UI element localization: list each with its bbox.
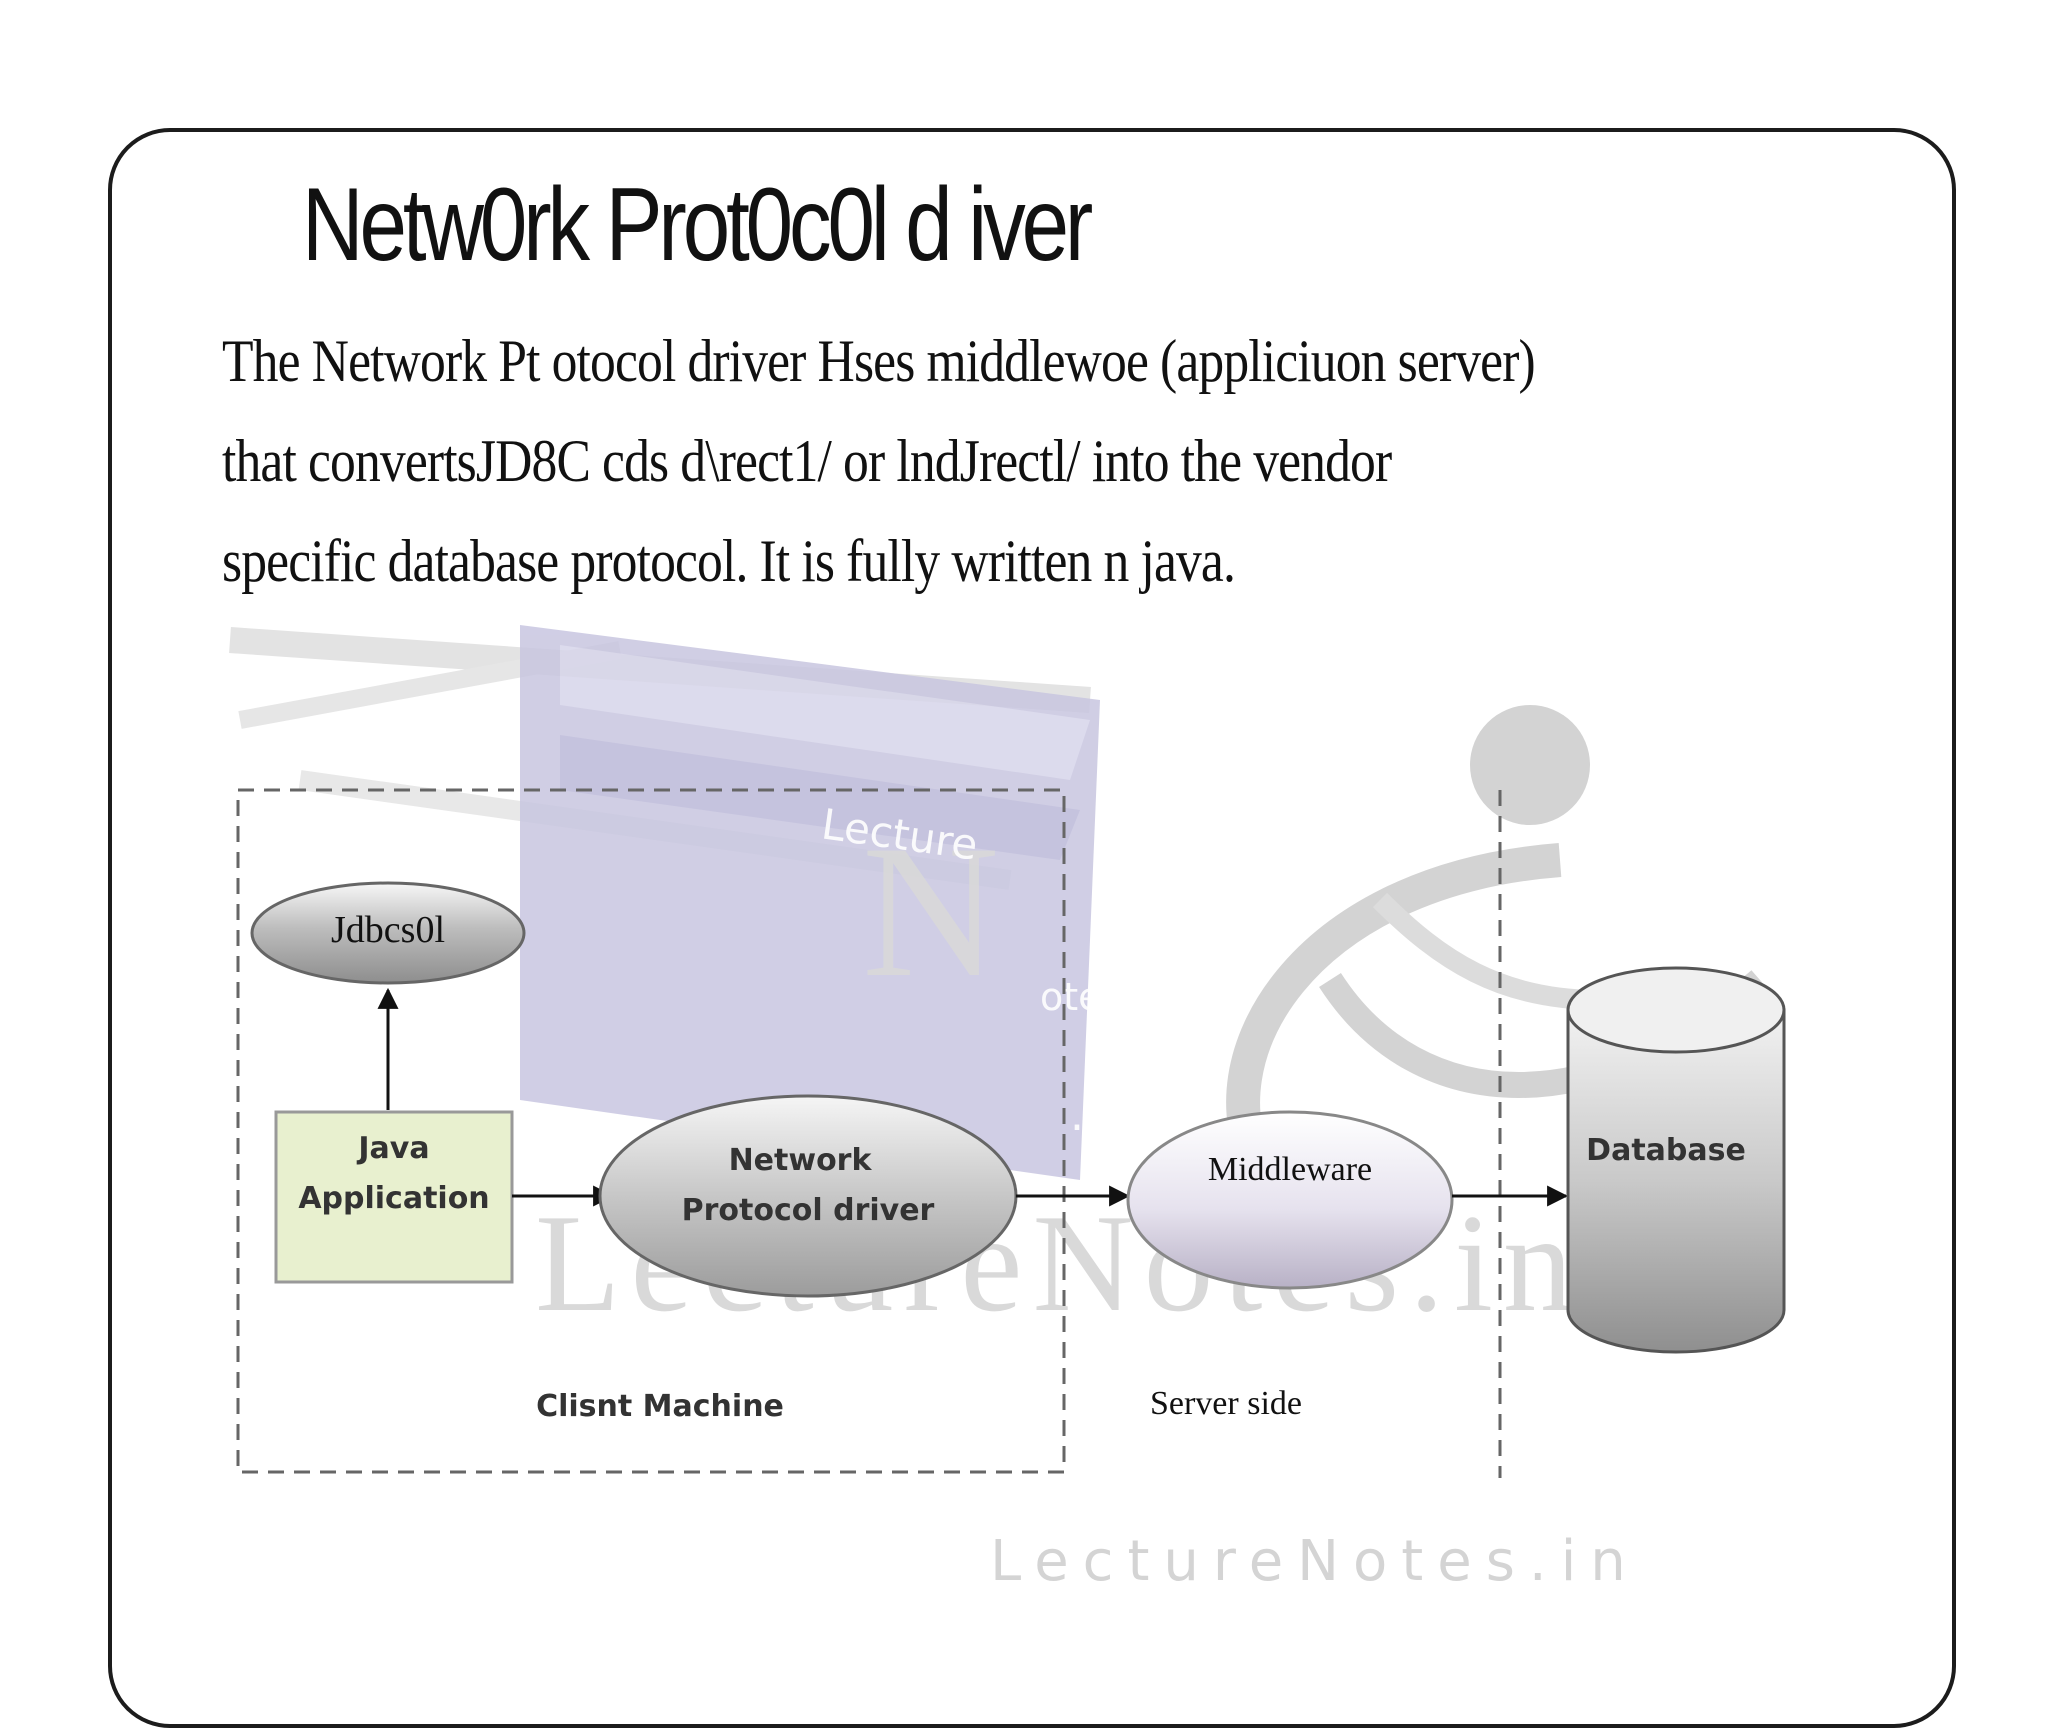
database-node [1566, 966, 1786, 1354]
middleware-node-label: Middleware [1208, 1151, 1372, 1188]
middleware-node [1126, 1110, 1454, 1290]
watermark-book-logo [520, 625, 1100, 1180]
body-line-1: The Network Pt otocol driver Hses middle… [222, 328, 1536, 394]
jdbc-node [250, 881, 526, 985]
body-line-2: that convertsJD8C cds d\rect1/ or lndJre… [222, 428, 1392, 494]
java-application-label-line2: Application [298, 1181, 489, 1216]
java-application-label-line1: Java [356, 1131, 429, 1166]
watermark-logo-letter: N [862, 807, 999, 1017]
database-node-label: Database [1586, 1133, 1746, 1168]
network-driver-label-line1: Network [729, 1143, 873, 1178]
java-application-node [274, 1110, 514, 1284]
jdbc-node-label: Jdbcs0l [331, 909, 445, 951]
watermark-logo-otes: otes [1040, 975, 1121, 1019]
server-side-label: Server side [1150, 1385, 1302, 1422]
body-line-3: specific database protocol. It is fully … [222, 528, 1236, 594]
watermark-footer-text: LectureNotes.in [990, 1529, 1640, 1584]
network-protocol-diagram: N Lecture otes .in LectureNotes.in Jdbcs… [229, 625, 1786, 1584]
client-machine-label: Clisnt Machine [536, 1389, 784, 1424]
network-driver-label-line2: Protocol driver [682, 1193, 935, 1228]
watermark-logo-in: .in [1070, 1090, 1124, 1141]
slide-title: Netw0rk Prot0c0l d iver [302, 167, 1093, 283]
